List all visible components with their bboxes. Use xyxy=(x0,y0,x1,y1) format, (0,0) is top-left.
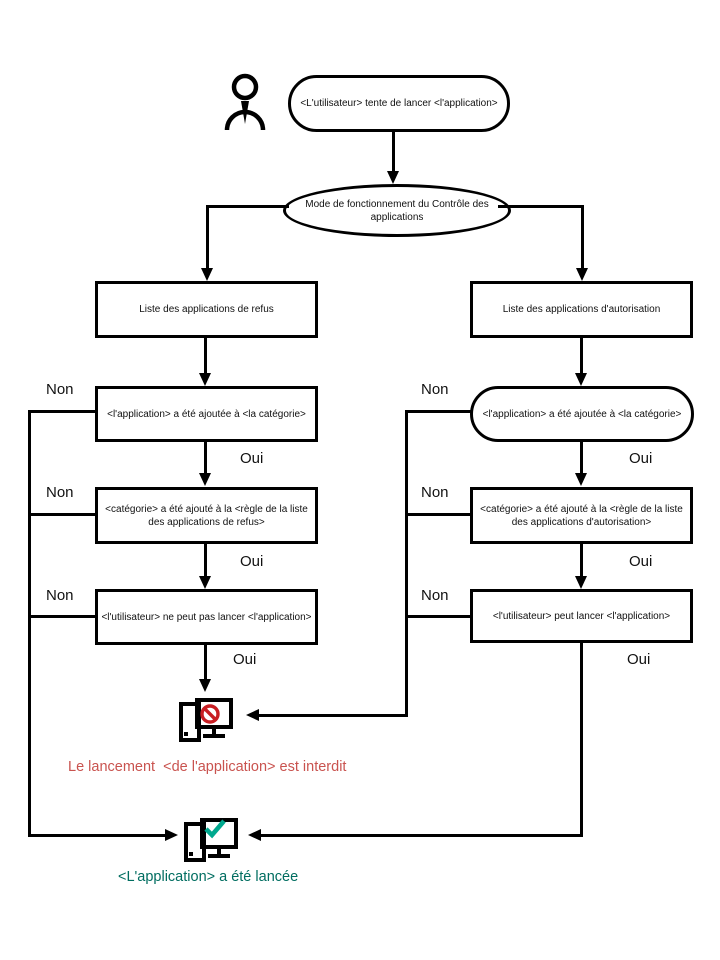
node-deny-app-in-category: <l'application> a été ajoutée à <la caté… xyxy=(95,386,318,442)
outcome-blocked-text: Le lancement <de l'application> est inte… xyxy=(68,759,347,775)
arrowhead-down xyxy=(575,473,587,486)
flow-line xyxy=(204,644,207,680)
flow-line-no xyxy=(407,513,472,516)
node-allow-list: Liste des applications d'autorisation xyxy=(470,281,693,338)
node-mode: Mode de fonctionnement du Contrôle des a… xyxy=(283,184,511,237)
node-allow-list-label: Liste des applications d'autorisation xyxy=(502,304,661,315)
check-icon xyxy=(204,819,226,839)
prohibition-icon xyxy=(200,704,220,724)
flow-line-no xyxy=(407,410,472,413)
arrowhead-right xyxy=(165,829,178,841)
flow-line xyxy=(392,130,395,172)
edge-label-yes: Oui xyxy=(627,651,651,668)
edge-label-yes: Oui xyxy=(240,553,264,570)
flow-line-no xyxy=(28,410,31,837)
arrowhead-down xyxy=(199,473,211,486)
flow-line-no xyxy=(28,410,97,413)
flow-line xyxy=(204,543,207,577)
arrowhead-left xyxy=(248,829,261,841)
node-allow-can-launch-label: <l'utilisateur> peut lancer <l'applicati… xyxy=(492,610,671,622)
arrowhead-down xyxy=(199,679,211,692)
edge-label-no: Non xyxy=(421,484,449,501)
flow-line xyxy=(206,205,209,269)
flow-line xyxy=(204,336,207,374)
computer-launched-icon xyxy=(184,818,238,862)
flow-line xyxy=(580,336,583,374)
edge-label-no: Non xyxy=(421,381,449,398)
edge-label-yes: Oui xyxy=(629,553,653,570)
node-deny-app-in-category-label: <l'application> a été ajoutée à <la caté… xyxy=(107,408,306,420)
flow-line-no xyxy=(407,615,472,618)
flow-line xyxy=(204,441,207,474)
user-icon xyxy=(224,73,266,131)
node-deny-list-label: Liste des applications de refus xyxy=(139,304,274,315)
node-start: <L'utilisateur> tente de lancer <l'appli… xyxy=(288,75,510,132)
node-allow-category-in-rule: <catégorie> a été ajouté à la <règle de … xyxy=(470,487,693,544)
flow-line xyxy=(580,543,583,577)
arrowhead-down xyxy=(387,171,399,184)
flow-line-no xyxy=(405,410,408,717)
arrowhead-down xyxy=(575,373,587,386)
node-start-label: <L'utilisateur> tente de lancer <l'appli… xyxy=(300,98,498,109)
computer-blocked-icon xyxy=(179,698,233,742)
arrowhead-down xyxy=(576,268,588,281)
flow-line xyxy=(206,205,289,208)
edge-label-no: Non xyxy=(46,381,74,398)
edge-label-no: Non xyxy=(46,587,74,604)
node-allow-can-launch: <l'utilisateur> peut lancer <l'applicati… xyxy=(470,589,693,643)
edge-label-no: Non xyxy=(421,587,449,604)
node-allow-category-in-rule-label: <catégorie> a été ajouté à la <règle de … xyxy=(480,503,683,528)
edge-label-no: Non xyxy=(46,484,74,501)
arrowhead-down xyxy=(575,576,587,589)
arrowhead-left xyxy=(246,709,259,721)
node-deny-category-in-rule: <catégorie> a été ajouté à la <règle de … xyxy=(95,487,318,544)
node-mode-label: Mode de fonctionnement du Contrôle des a… xyxy=(305,198,489,223)
flow-line-no xyxy=(259,714,408,717)
flow-line-yes xyxy=(261,834,582,837)
edge-label-yes: Oui xyxy=(240,450,264,467)
node-allow-app-in-category: <l'application> a été ajoutée à <la caté… xyxy=(470,386,694,442)
arrowhead-down xyxy=(201,268,213,281)
flow-line xyxy=(580,441,583,474)
flow-line-yes xyxy=(580,643,583,837)
node-deny-category-in-rule-label: <catégorie> a été ajouté à la <règle de … xyxy=(105,503,308,528)
flow-line-no xyxy=(28,615,97,618)
edge-label-yes: Oui xyxy=(629,450,653,467)
outcome-launched-text: <L'application> a été lancée xyxy=(118,869,299,885)
edge-label-yes: Oui xyxy=(233,651,257,668)
flow-line xyxy=(581,205,584,269)
arrowhead-down xyxy=(199,576,211,589)
node-deny-cannot-launch-label: <l'utilisateur> ne peut pas lancer <l'ap… xyxy=(101,611,312,623)
flow-line-no xyxy=(28,513,97,516)
node-allow-app-in-category-label: <l'application> a été ajoutée à <la caté… xyxy=(482,408,682,420)
flow-line xyxy=(498,205,584,208)
flow-line-no xyxy=(28,834,166,837)
node-deny-cannot-launch: <l'utilisateur> ne peut pas lancer <l'ap… xyxy=(95,589,318,645)
node-deny-list: Liste des applications de refus xyxy=(95,281,318,338)
arrowhead-down xyxy=(199,373,211,386)
